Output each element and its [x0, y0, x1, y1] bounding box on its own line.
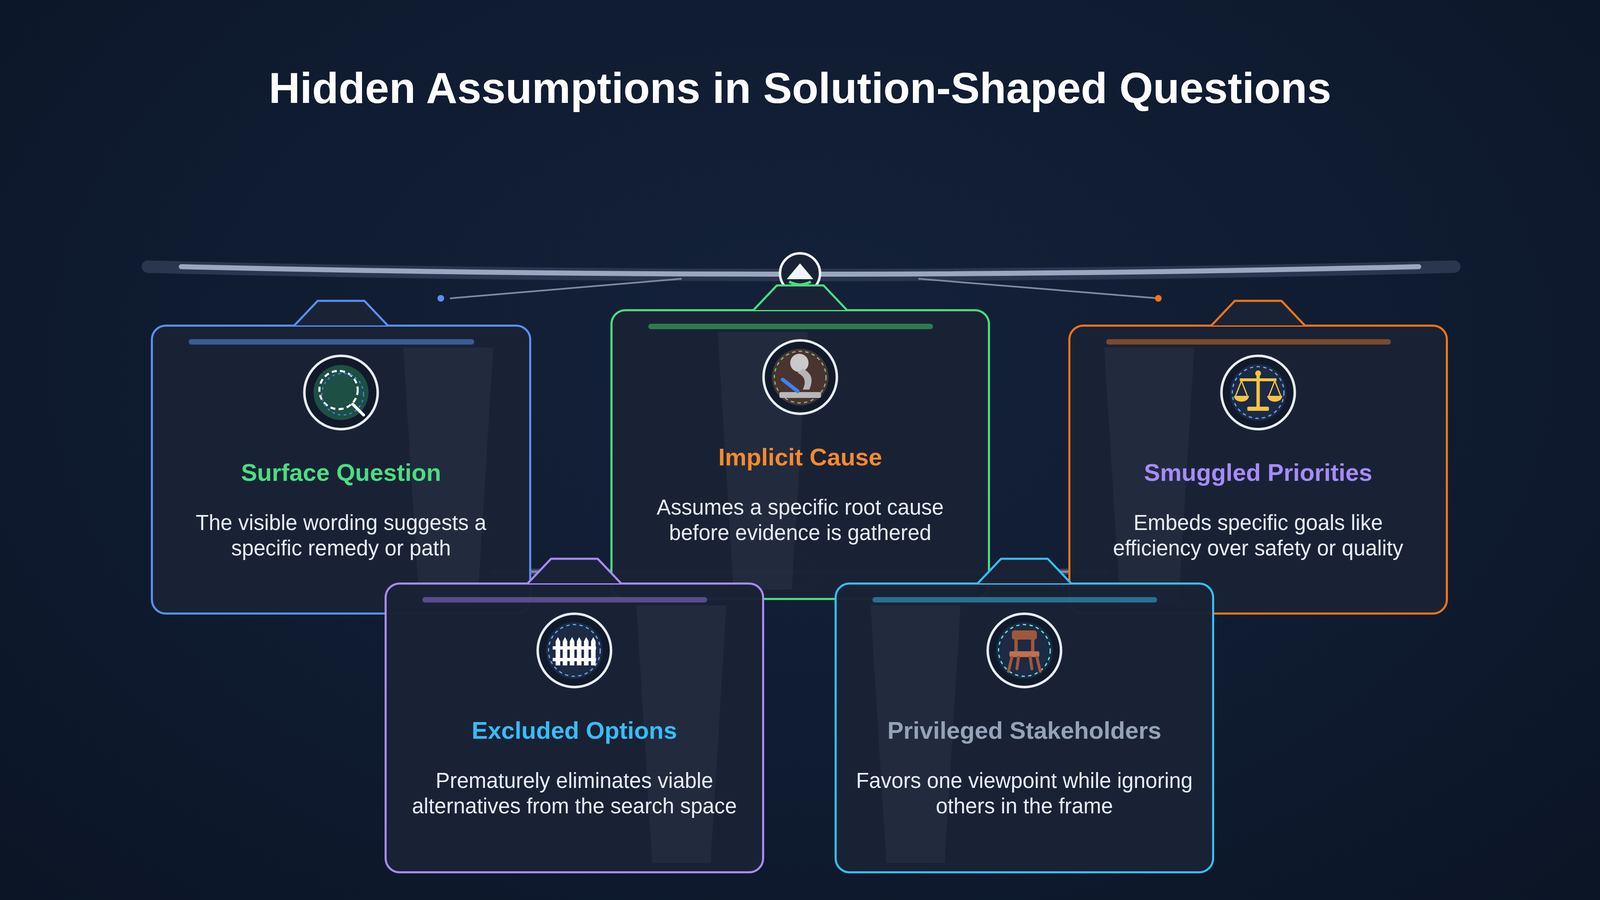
- scale-strings: [1235, 380, 1281, 396]
- hanging-string: [918, 278, 1159, 299]
- chair-post: [1014, 639, 1018, 653]
- scale-top: [1255, 370, 1262, 377]
- icon-dash: [548, 624, 601, 677]
- icon-ring: [304, 355, 378, 430]
- card-icon: [304, 355, 378, 430]
- assumption-card: Smuggled PrioritiesEmbeds specific goals…: [1068, 324, 1448, 615]
- lens-handle: [352, 404, 364, 415]
- icon-dash: [998, 624, 1051, 677]
- card-heading: Excluded Options: [471, 715, 678, 746]
- card-heading: Implicit Cause: [718, 442, 883, 473]
- card-text-group: Surface QuestionThe visible wording sugg…: [152, 457, 530, 561]
- card-text-group: Excluded OptionsPrematurely eliminates v…: [386, 715, 763, 819]
- card-heading: Privileged Stakeholders: [887, 715, 1162, 746]
- card-top-bar: [188, 339, 475, 345]
- icon-dash: [774, 351, 827, 403]
- chair-back: [1012, 630, 1038, 640]
- card-heading: Smuggled Priorities: [1144, 457, 1373, 488]
- scale-base: [1247, 406, 1270, 411]
- assumption-card: Excluded OptionsPrematurely eliminates v…: [384, 582, 765, 874]
- card-text-group: Implicit CauseAssumes a specific root ca…: [612, 442, 988, 546]
- card-top-bar: [872, 597, 1158, 603]
- icon-ring: [987, 613, 1062, 688]
- hanger-tab: [977, 558, 1072, 584]
- card-text-group: Smuggled PrioritiesEmbeds specific goals…: [1070, 457, 1446, 561]
- card-description: The visible wording suggests a specific …: [166, 510, 517, 561]
- card-icon: [987, 613, 1062, 688]
- pivot-base: [789, 281, 811, 285]
- chair-seat: [1009, 651, 1040, 658]
- card-description: Favors one viewpoint while ignoring othe…: [849, 767, 1200, 819]
- card-icon: [1221, 355, 1295, 430]
- microscope-tube: [782, 379, 798, 392]
- pivot-triangle: [786, 263, 814, 280]
- hanger-tab: [294, 300, 388, 326]
- fence-rail: [552, 657, 597, 662]
- hanger-dot: [437, 295, 445, 302]
- card-icon: [537, 613, 612, 688]
- card-description: Assumes a specific root cause before evi…: [633, 494, 968, 546]
- assumption-card: Privileged StakeholdersFavors one viewpo…: [834, 582, 1215, 874]
- icon-ring: [763, 340, 838, 414]
- icon-fill: [1230, 364, 1287, 421]
- diagram-title: Hidden Assumptions in Solution-Shaped Qu…: [0, 60, 1600, 115]
- assumption-card: Implicit CauseAssumes a specific root ca…: [610, 309, 990, 600]
- icon-ring: [537, 613, 612, 688]
- chair-post: [1031, 639, 1035, 653]
- icon-ring: [1221, 355, 1295, 430]
- card-icon: [763, 340, 838, 414]
- chair-legs: [1008, 657, 1041, 672]
- scale-pan: [1267, 395, 1283, 402]
- hanger-dot: [1155, 295, 1162, 302]
- card-description: Embeds specific goals like efficiency ov…: [1108, 510, 1409, 561]
- lens-shadow: [322, 373, 364, 415]
- card-top-bar: [648, 323, 933, 330]
- icon-fill: [772, 348, 829, 406]
- icon-fill: [313, 365, 369, 420]
- icon-dash: [1232, 366, 1285, 419]
- assumption-card: Surface QuestionThe visible wording sugg…: [150, 324, 532, 615]
- card-description: Prematurely eliminates viable alternativ…: [399, 767, 750, 819]
- hanger-tab: [527, 558, 622, 584]
- microscope-arm: [797, 368, 812, 390]
- card-top-bar: [1106, 339, 1391, 345]
- fence-rail: [552, 646, 597, 650]
- hanging-string: [450, 278, 682, 299]
- icon-fill: [996, 622, 1053, 679]
- card-top-bar: [422, 597, 708, 603]
- microscope-head: [790, 353, 809, 373]
- scale-pan: [1234, 395, 1250, 402]
- hanger-tab: [753, 285, 848, 310]
- scale-beam: [1240, 378, 1277, 382]
- card-heading: Surface Question: [240, 457, 441, 488]
- hanger-tab: [1211, 300, 1305, 326]
- microscope-base: [779, 392, 822, 398]
- icon-fill: [546, 622, 603, 679]
- card-text-group: Privileged StakeholdersFavors one viewpo…: [836, 715, 1213, 819]
